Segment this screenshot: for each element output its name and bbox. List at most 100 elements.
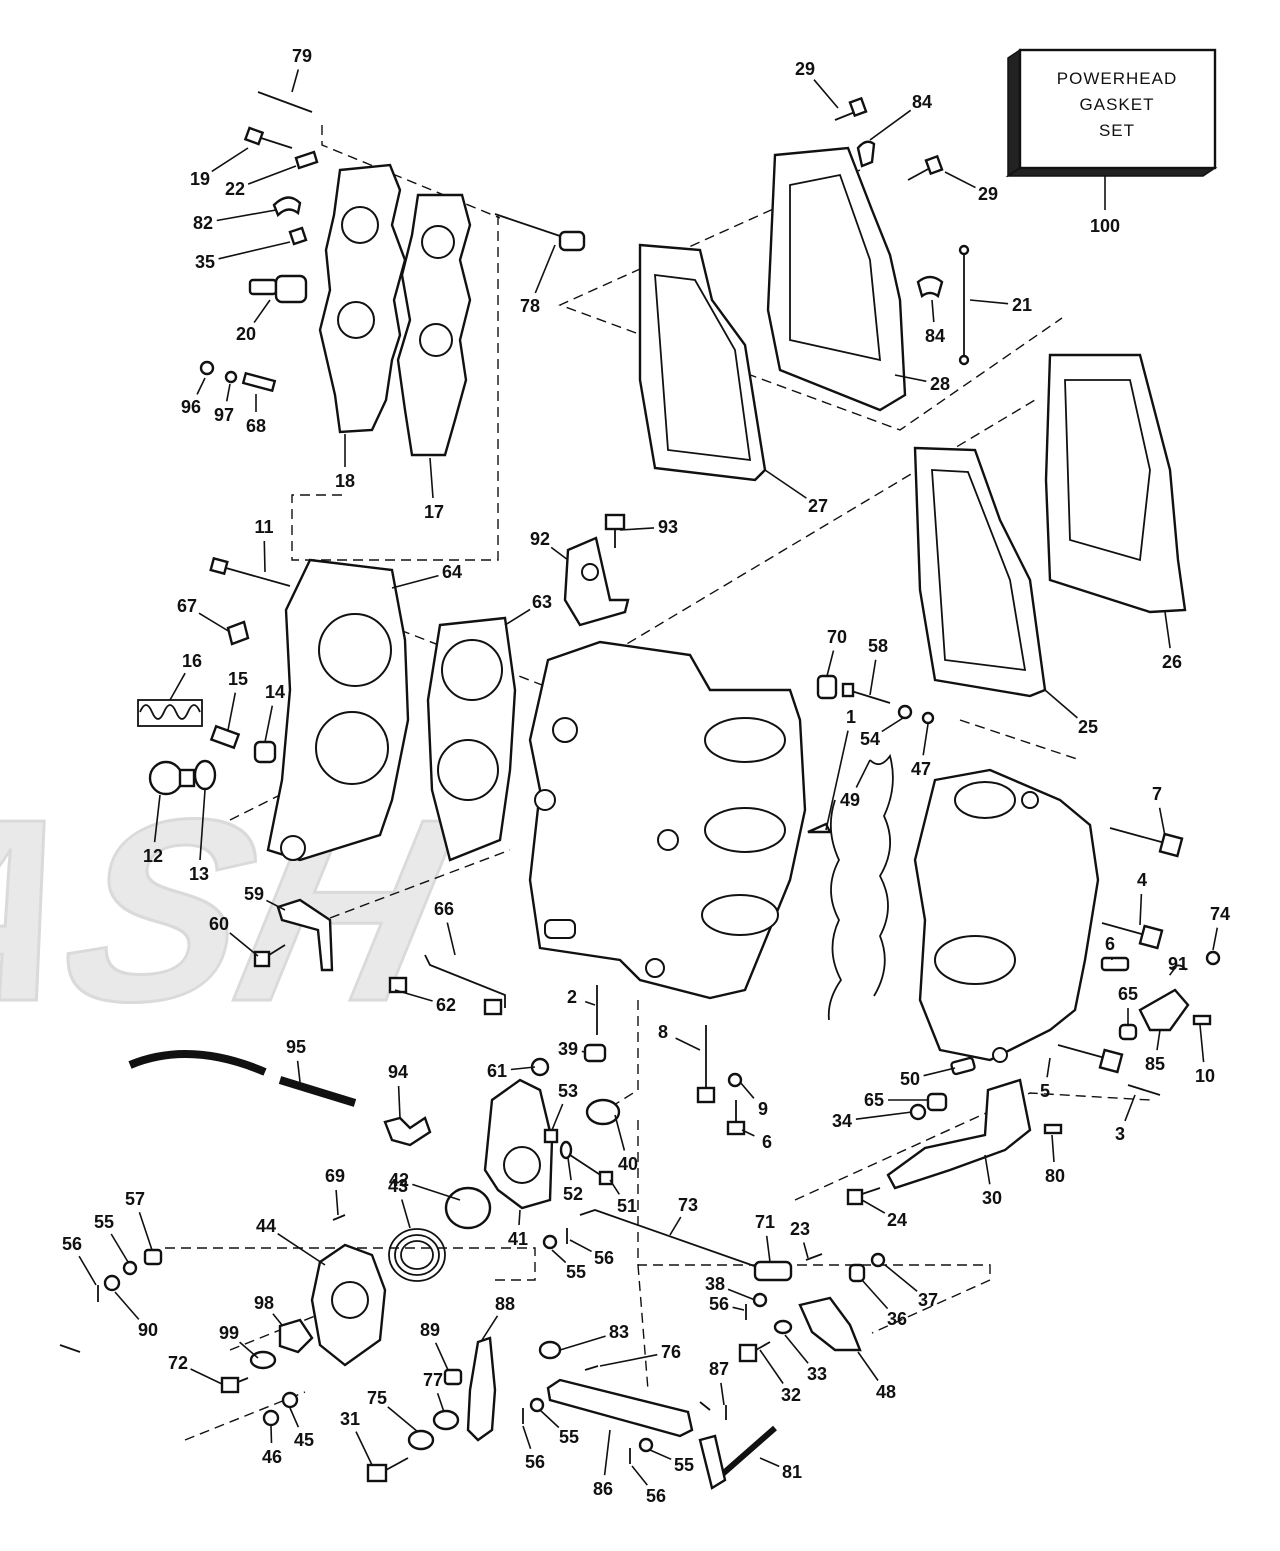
screw-51 — [569, 1154, 614, 1186]
rod-73 — [579, 1209, 761, 1269]
leader-line — [196, 377, 206, 395]
leader-line — [229, 932, 259, 957]
leader-line — [1044, 689, 1078, 719]
clip-22 — [294, 150, 319, 170]
leader-line — [387, 1406, 419, 1433]
screw-60 — [253, 944, 286, 968]
leader-line — [504, 608, 531, 626]
callout-78: 78 — [520, 296, 540, 316]
leader-line — [1139, 893, 1143, 926]
leader-line — [732, 1306, 745, 1311]
callout-40: 40 — [618, 1154, 638, 1174]
leader-line — [923, 1067, 956, 1077]
housing-26 — [1044, 353, 1187, 614]
leader-line — [199, 789, 206, 861]
callout-55: 55 — [94, 1212, 114, 1232]
washer-9 — [727, 1072, 743, 1088]
leader-line — [429, 457, 434, 499]
nut-70 — [816, 674, 838, 700]
bracket-59 — [276, 898, 334, 972]
leader-line — [584, 1000, 596, 1006]
callout-3: 3 — [1115, 1124, 1125, 1144]
cylinder-head-64 — [266, 558, 410, 862]
screw-6 — [1100, 956, 1130, 972]
screw-10 — [1192, 1014, 1212, 1026]
callout-55: 55 — [559, 1427, 579, 1447]
grommet-14 — [253, 740, 277, 764]
valve-15 — [209, 724, 241, 750]
callout-74: 74 — [1210, 904, 1230, 924]
callout-30: 30 — [982, 1188, 1002, 1208]
leader-line — [861, 1199, 886, 1214]
wire-21 — [958, 244, 970, 366]
leader-line — [741, 1129, 755, 1137]
callout-93: 93 — [658, 517, 678, 537]
leader-line — [218, 241, 291, 260]
callout-2: 2 — [567, 987, 577, 1007]
lever-30 — [886, 1078, 1032, 1190]
pin-79 — [257, 91, 313, 113]
fitting-20 — [248, 274, 308, 304]
callout-39: 39 — [558, 1039, 578, 1059]
link-88 — [466, 1336, 497, 1442]
callout-15: 15 — [228, 669, 248, 689]
callout-71: 71 — [755, 1212, 775, 1232]
callout-10: 10 — [1195, 1066, 1215, 1086]
callout-63: 63 — [532, 592, 552, 612]
leader-line — [869, 659, 877, 696]
exhaust-cover-18 — [318, 163, 407, 434]
clip-35 — [288, 226, 308, 246]
callout-21: 21 — [1012, 295, 1032, 315]
callout-73: 73 — [678, 1195, 698, 1215]
callout-55: 55 — [566, 1262, 586, 1282]
leader-line — [861, 1279, 889, 1310]
callout-31: 31 — [340, 1409, 360, 1429]
leader-line — [114, 1291, 140, 1320]
leader-line — [581, 1050, 586, 1053]
seal-13 — [193, 759, 217, 791]
gasket-set-label-line: POWERHEAD — [1057, 69, 1177, 88]
callout-23: 23 — [790, 1219, 810, 1239]
leader-lines — [78, 69, 1219, 1486]
callout-56: 56 — [62, 1234, 82, 1254]
leader-line — [675, 1037, 701, 1051]
leader-line — [1199, 1024, 1205, 1063]
washer-45 — [281, 1391, 299, 1409]
bolt-5 — [1057, 1044, 1124, 1074]
callout-75: 75 — [367, 1388, 387, 1408]
callout-29: 29 — [978, 184, 998, 204]
screw-6b — [726, 1100, 746, 1136]
leader-line — [264, 705, 274, 743]
nut-54 — [897, 704, 913, 720]
callout-87: 87 — [709, 1359, 729, 1379]
callout-22: 22 — [225, 179, 245, 199]
callout-94: 94 — [388, 1062, 408, 1082]
leader-line — [884, 1264, 918, 1292]
callout-29: 29 — [795, 59, 815, 79]
callout-56: 56 — [594, 1248, 614, 1268]
leader-line — [855, 759, 871, 788]
leader-line — [355, 1431, 373, 1466]
leader-line — [609, 1179, 620, 1195]
callout-34: 34 — [832, 1111, 852, 1131]
callout-57: 57 — [125, 1189, 145, 1209]
nut-98 — [278, 1318, 314, 1354]
bolt-11 — [209, 556, 291, 587]
leader-line — [649, 1449, 672, 1461]
callout-84: 84 — [925, 326, 945, 346]
callout-100: 100 — [1090, 216, 1120, 236]
callout-47: 47 — [911, 759, 931, 779]
watermark-text: ASH — [0, 765, 474, 1056]
callout-68: 68 — [246, 416, 266, 436]
leader-line — [1164, 611, 1171, 649]
leader-line — [110, 1233, 129, 1263]
callout-64: 64 — [442, 562, 462, 582]
callout-25: 25 — [1078, 717, 1098, 737]
arrow-left — [59, 1344, 81, 1353]
washer-99 — [249, 1350, 277, 1370]
leader-line — [401, 1199, 411, 1229]
callout-77: 77 — [423, 1370, 443, 1390]
screw-72 — [220, 1376, 249, 1394]
callout-58: 58 — [868, 636, 888, 656]
leader-line — [894, 374, 927, 383]
